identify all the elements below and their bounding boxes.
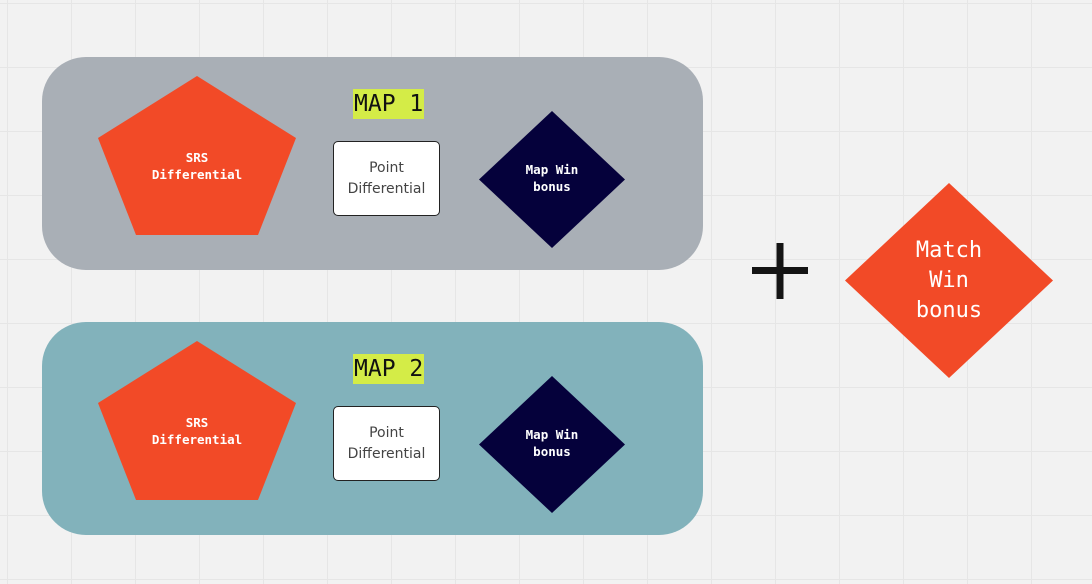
diamond-shape [479, 376, 625, 513]
plus-icon [752, 243, 808, 299]
map-1-point-text: Point Differential [347, 159, 426, 197]
plus-operator: + [752, 243, 808, 299]
map-1-label: MAP 1 [353, 89, 425, 119]
diamond-shape [479, 111, 625, 248]
diamond-shape [845, 183, 1053, 378]
pentagon-shape [98, 76, 296, 235]
map-1-point-box[interactable]: Point Differential [333, 141, 440, 216]
pentagon-shape [98, 341, 296, 500]
map-2-point-text: Point Differential [347, 424, 426, 462]
map-2-label: MAP 2 [353, 354, 425, 384]
map-2-point-box[interactable]: Point Differential [333, 406, 440, 481]
